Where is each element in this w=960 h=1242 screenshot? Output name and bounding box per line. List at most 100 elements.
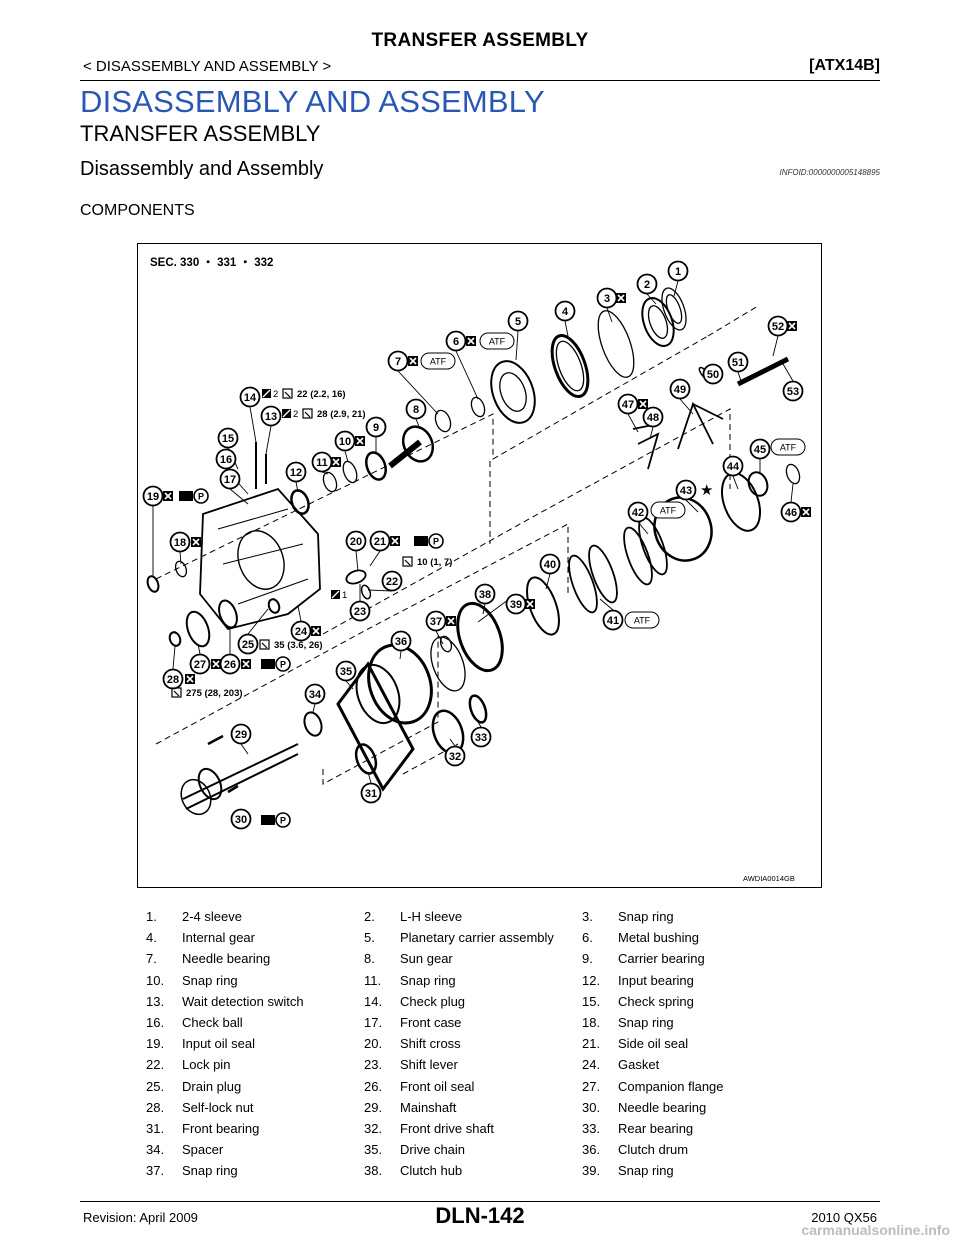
callout-17: 17 bbox=[219, 468, 241, 490]
sun-gear-shaft bbox=[388, 439, 422, 469]
legend-item: 15.Check spring bbox=[582, 994, 800, 1015]
clutch-hub bbox=[456, 601, 504, 673]
svg-text:ATF: ATF bbox=[634, 616, 651, 626]
grease-icon: P bbox=[261, 656, 291, 672]
legend-item-label: Spacer bbox=[182, 1142, 224, 1158]
legend-item-label: Front bearing bbox=[182, 1120, 260, 1136]
legend-item-label: Self-lock nut bbox=[182, 1099, 254, 1115]
legend-item: 29.Mainshaft bbox=[364, 1100, 582, 1121]
leader-line bbox=[415, 418, 421, 430]
replace-part-icon bbox=[801, 507, 811, 517]
svg-text:44: 44 bbox=[727, 461, 740, 473]
check-plug bbox=[255, 442, 267, 489]
svg-text:29: 29 bbox=[235, 729, 247, 741]
svg-text:1: 1 bbox=[342, 590, 347, 601]
sleeve-2-4 bbox=[661, 287, 687, 331]
callout-8: 8 bbox=[405, 398, 427, 420]
svg-text:ATF: ATF bbox=[780, 443, 797, 453]
legend-item-number: 33. bbox=[582, 1120, 601, 1136]
metal-bushing bbox=[470, 396, 486, 418]
svg-text:20: 20 bbox=[350, 536, 362, 548]
callout-22: 22 bbox=[381, 570, 403, 592]
legend-item-number: 5. bbox=[364, 930, 375, 946]
carrier-bearing bbox=[365, 451, 387, 481]
front-case bbox=[199, 487, 321, 631]
torque-wrench-icon bbox=[302, 408, 313, 419]
legend-item: 21.Side oil seal bbox=[582, 1036, 800, 1057]
legend-item-number: 2. bbox=[364, 909, 375, 924]
svg-text:49: 49 bbox=[674, 384, 686, 396]
lh-sleeve bbox=[641, 297, 675, 347]
info-id: INFOID:0000000005148895 bbox=[779, 168, 880, 177]
leader-line bbox=[367, 589, 393, 592]
callout-31: 31 bbox=[360, 782, 382, 804]
clutch-drum bbox=[367, 643, 433, 725]
svg-text:17: 17 bbox=[224, 474, 236, 486]
legend-item-label: Shift cross bbox=[400, 1036, 461, 1052]
spacer bbox=[303, 711, 323, 737]
legend-item-number: 6. bbox=[582, 930, 593, 946]
planetary-carrier bbox=[490, 360, 536, 424]
replace-part-icon bbox=[355, 436, 365, 446]
svg-text:P: P bbox=[198, 492, 204, 502]
leader-line bbox=[312, 703, 316, 713]
leader-line bbox=[265, 425, 272, 455]
svg-text:2: 2 bbox=[273, 389, 278, 400]
callout-4: 4 bbox=[554, 300, 576, 322]
callout-36: 36 bbox=[390, 630, 412, 652]
replace-part-icon bbox=[390, 536, 400, 546]
input-oil-seal bbox=[146, 575, 160, 593]
legend-item: 9.Carrier bearing bbox=[582, 951, 800, 972]
svg-text:10: 10 bbox=[339, 436, 351, 448]
snap-ring-37 bbox=[430, 636, 466, 692]
torque-13: 28 (2.9, 21) bbox=[302, 408, 366, 420]
plate bbox=[623, 526, 653, 586]
leader-line bbox=[627, 413, 639, 433]
atf-label: ATF bbox=[624, 611, 660, 629]
svg-text:2: 2 bbox=[644, 279, 650, 291]
page-header-title: TRANSFER ASSEMBLY bbox=[371, 30, 589, 51]
legend-item-label: Shift lever bbox=[400, 1057, 458, 1073]
svg-text:1: 1 bbox=[675, 266, 681, 278]
callout-39: 39 bbox=[505, 593, 527, 615]
svg-text:P: P bbox=[280, 816, 286, 826]
svg-text:28 (2.9, 21): 28 (2.9, 21) bbox=[317, 409, 366, 420]
legend-item: 26.Front oil seal bbox=[364, 1079, 582, 1100]
internal-gear bbox=[555, 340, 585, 392]
front-oil-seal bbox=[218, 599, 238, 629]
svg-text:P: P bbox=[280, 660, 286, 670]
legend-item-label: Side oil seal bbox=[618, 1036, 689, 1052]
callout-5: 5 bbox=[507, 310, 529, 332]
leader-line bbox=[685, 499, 699, 513]
replace-part-icon bbox=[241, 659, 251, 669]
svg-text:50: 50 bbox=[707, 369, 719, 381]
torque-28: 275 (28, 203) bbox=[171, 687, 243, 699]
figure-id: AWDIA0014GB bbox=[743, 874, 795, 883]
lock-pin bbox=[360, 584, 372, 600]
needle-bearing bbox=[434, 409, 452, 433]
legend-item-number: 22. bbox=[146, 1057, 165, 1073]
legend-item-label: Front case bbox=[400, 1014, 462, 1030]
legend-item-label: Snap ring bbox=[618, 1014, 674, 1030]
shift-fork bbox=[677, 401, 724, 450]
leader-line bbox=[606, 307, 613, 323]
footer-revision: Revision: April 2009 bbox=[83, 1210, 198, 1225]
assembly-outline bbox=[155, 335, 709, 580]
svg-text:11: 11 bbox=[316, 457, 328, 469]
legend-item-label: Front oil seal bbox=[400, 1078, 475, 1094]
grease-icon: P bbox=[179, 488, 209, 504]
legend-item-label: Drain plug bbox=[182, 1078, 242, 1094]
leader-line bbox=[679, 398, 694, 415]
shift-rod bbox=[736, 356, 790, 387]
legend-item-number: 16. bbox=[146, 1014, 165, 1030]
svg-text:ATF: ATF bbox=[430, 357, 447, 367]
legend-item-number: 20. bbox=[364, 1036, 383, 1052]
snap-ring-40 bbox=[526, 576, 560, 636]
legend-item-label: Rear bearing bbox=[618, 1120, 694, 1136]
svg-text:30: 30 bbox=[235, 814, 247, 826]
legend-item-label: Input oil seal bbox=[182, 1036, 255, 1052]
